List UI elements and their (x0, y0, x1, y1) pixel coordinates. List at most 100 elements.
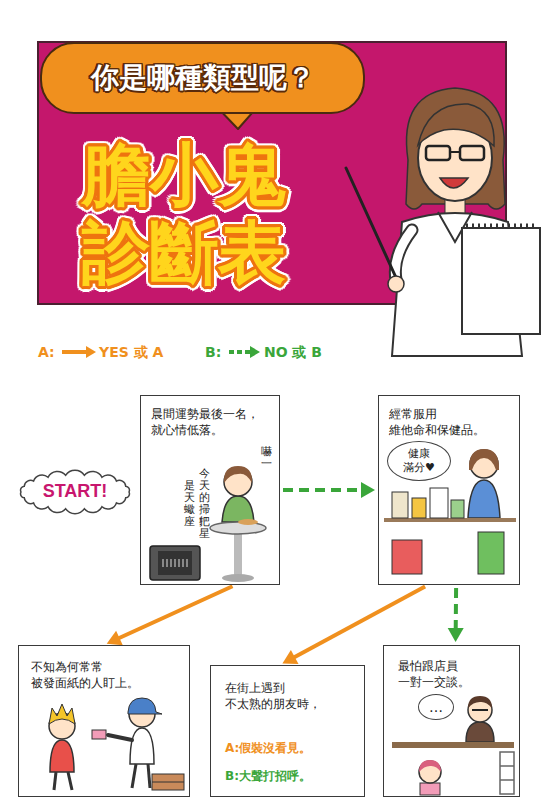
distributor-arm (108, 735, 132, 740)
question-box: 在街上遇到 不太熟的朋友時， A:假裝沒看見。 B:大聲打招呼。 (210, 665, 365, 797)
clipboard (462, 228, 540, 334)
shelf (500, 752, 514, 794)
yes-arrow (107, 586, 233, 645)
no-arrow (448, 588, 464, 642)
supplement-box (478, 532, 504, 574)
tv-screen (158, 551, 192, 575)
table-top (210, 522, 266, 534)
thought-bubble: … (418, 694, 454, 720)
cloud-outline (21, 470, 130, 513)
table (384, 518, 516, 522)
bottle (451, 500, 464, 518)
node-text: START! (43, 480, 108, 503)
node-text: 健康 滿分♥ (398, 447, 440, 476)
question-box: 晨間運勢最後一名， 就心情低落。今天的掃把星是天蠍座！ 嚇一 (140, 395, 280, 585)
clerk-glasses (472, 709, 488, 711)
girl-hair (469, 449, 499, 470)
box1-illustration (150, 466, 266, 582)
box3-illustration (49, 698, 184, 790)
node-text: 晨間運勢最後一名， 就心情低落。 (151, 406, 273, 438)
tissue-stack (152, 774, 184, 790)
girl-body (420, 783, 440, 795)
clerk-hair (468, 696, 492, 708)
teacher-mouth (440, 178, 468, 188)
bread (238, 519, 258, 525)
teacher-glasses (460, 146, 484, 160)
bottle (392, 492, 408, 518)
legend-key: A: (38, 343, 55, 362)
pointer-stick (346, 168, 398, 282)
yes-arrow (282, 586, 425, 664)
person-leg (54, 772, 56, 790)
girl-head (419, 761, 441, 783)
no-arrow (283, 482, 375, 498)
clerk-body (466, 722, 494, 742)
node-text: … (429, 698, 443, 716)
node-text: 在街上遇到 不太熟的朋友時， (225, 680, 337, 712)
diagram-title: 膽小鬼 診斷表 (82, 136, 322, 292)
shelf (500, 779, 514, 781)
node-text: 你是哪種類型呢？ (91, 60, 315, 96)
girl-hair (224, 466, 252, 483)
teacher-bangs (418, 104, 494, 146)
table-leg (234, 530, 242, 576)
teacher-sleeve (395, 230, 412, 280)
speech-bubble: 你是哪種類型呢？ (40, 42, 365, 114)
legend-arrow-a (62, 350, 86, 354)
teacher-hand (388, 276, 404, 292)
arrow-head (282, 650, 298, 664)
distributor-leg (148, 764, 150, 788)
node-text: 是天蠍座！ (184, 480, 195, 528)
node-text: 經常服用 維他命和保健品。 (389, 406, 499, 438)
question-box: 不知為何常常 被發面紙的人盯上。 (18, 645, 190, 797)
legend-key: B: (205, 343, 221, 362)
person-leg (68, 772, 72, 790)
arrow-head (448, 628, 464, 642)
clipboard-rings (466, 224, 538, 229)
connector-line (293, 586, 425, 658)
shelf (500, 765, 514, 767)
tissue-pack (92, 730, 106, 739)
counter (392, 742, 514, 748)
node-text: 最怕跟店員 一對一交談。 (398, 658, 493, 690)
node-text: B:大聲打招呼。 (225, 768, 357, 784)
connector-line (283, 488, 363, 492)
distributor-body (130, 728, 154, 764)
question-box: 最怕跟店員 一對一交談。 … (383, 645, 520, 797)
thought-bubble: 健康 滿分♥ (387, 441, 451, 481)
connector-line (118, 586, 233, 639)
teacher-sleeve (395, 230, 412, 280)
legend-text: NO 或 B (264, 343, 322, 362)
distributor-cap (128, 698, 162, 714)
supplement-box (392, 540, 422, 574)
arrow-head (361, 482, 375, 498)
teacher-hair-back (406, 88, 505, 209)
legend-arrow-b (250, 346, 260, 358)
node-text: 嚇一 (261, 446, 272, 470)
legend-arrow-b (229, 350, 250, 354)
girl-body (468, 480, 500, 518)
table-base (222, 574, 254, 582)
bottle (412, 498, 426, 518)
question-box: 經常服用 維他命和保健品。健康 滿分♥ (378, 395, 520, 585)
person-hair (49, 704, 75, 724)
start-cloud: START! (14, 468, 136, 516)
person-body (50, 740, 74, 772)
tv-set (150, 546, 200, 580)
girl-body (222, 496, 254, 522)
node-text: 不知為何常常 被發面紙的人盯上。 (31, 659, 156, 691)
node-text: A:假裝沒看見。 (225, 740, 357, 756)
arrow-head (107, 631, 123, 646)
teacher-glasses (450, 151, 460, 153)
tissue-stack (152, 782, 184, 783)
bottle (430, 488, 448, 518)
distributor-leg (132, 764, 136, 788)
teacher-glasses (426, 146, 450, 160)
legend-arrow-a (86, 346, 96, 358)
tv-grille (162, 559, 188, 567)
node-text: 今天的掃把星 (199, 468, 210, 541)
legend-text: YES 或 A (99, 343, 163, 362)
girl-hair (419, 760, 441, 772)
